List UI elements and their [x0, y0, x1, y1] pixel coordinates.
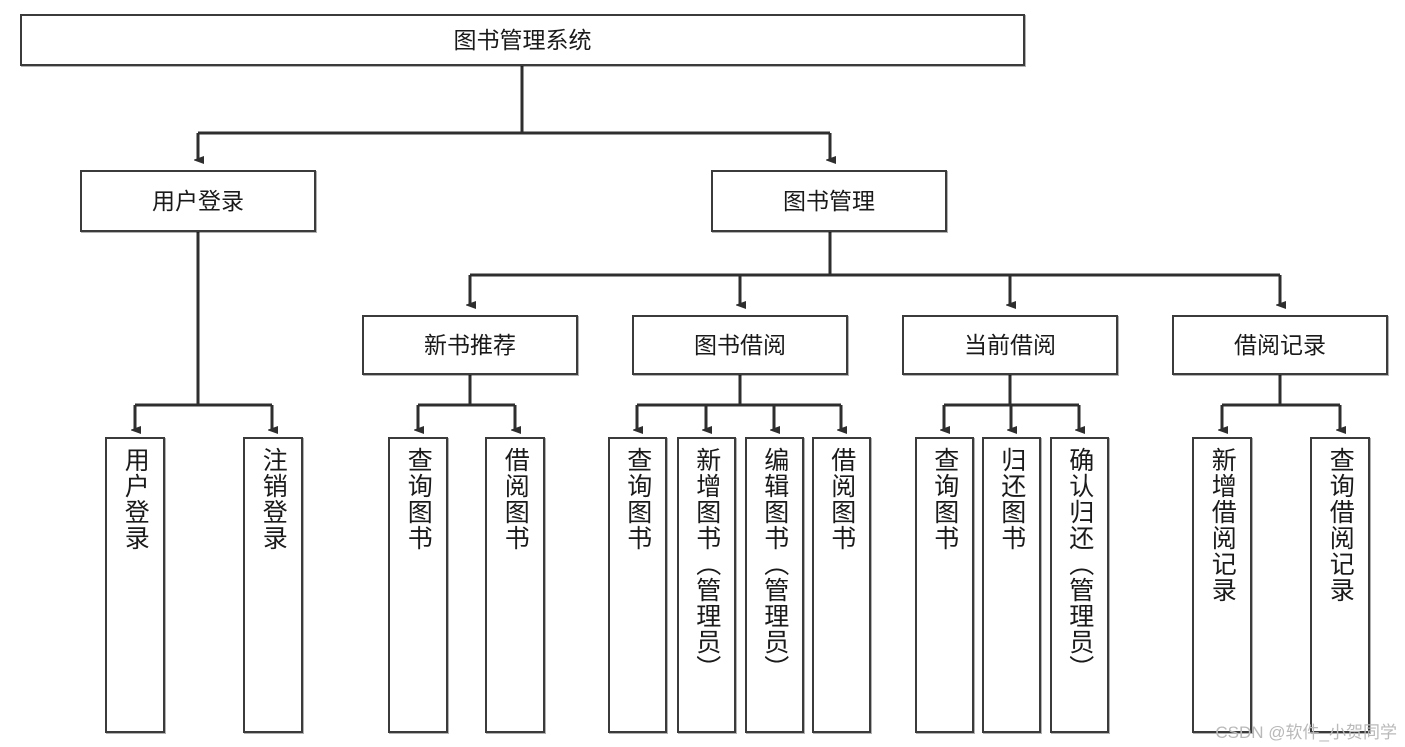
node-book-management[interactable]: 图书管理 — [711, 170, 947, 232]
node-label: 借阅图书 — [501, 447, 530, 551]
node-label: 归还图书 — [997, 447, 1026, 551]
node-label: 查询图书 — [623, 447, 652, 551]
node-label: 借阅记录 — [1234, 331, 1326, 358]
node-current-borrow[interactable]: 当前借阅 — [902, 315, 1118, 375]
leaf-record-query-record[interactable]: 查询借阅记录 — [1310, 437, 1370, 733]
node-label: 用户登录 — [121, 447, 150, 551]
node-root-system[interactable]: 图书管理系统 — [20, 14, 1025, 66]
leaf-record-add-record[interactable]: 新增借阅记录 — [1192, 437, 1252, 733]
node-label: 图书管理 — [783, 187, 875, 214]
leaf-borrow-edit-book-admin[interactable]: 编辑图书（管理员） — [745, 437, 804, 733]
node-label: 确认归还（管理员） — [1065, 447, 1094, 681]
node-label: 图书管理系统 — [453, 26, 592, 53]
leaf-borrow-add-book-admin[interactable]: 新增图书（管理员） — [677, 437, 736, 733]
node-label: 图书借阅 — [694, 331, 786, 358]
leaf-current-confirm-return-admin[interactable]: 确认归还（管理员） — [1050, 437, 1109, 733]
node-label: 查询图书 — [930, 447, 959, 551]
node-label: 借阅图书 — [827, 447, 856, 551]
leaf-borrow-borrow-book[interactable]: 借阅图书 — [812, 437, 871, 733]
leaf-user-login[interactable]: 用户登录 — [105, 437, 165, 733]
node-label: 编辑图书（管理员） — [760, 447, 789, 681]
leaf-borrow-query-book[interactable]: 查询图书 — [608, 437, 667, 733]
node-label: 用户登录 — [152, 187, 244, 214]
node-label: 新书推荐 — [424, 331, 516, 358]
node-user-login[interactable]: 用户登录 — [80, 170, 316, 232]
leaf-recommend-query-book[interactable]: 查询图书 — [388, 437, 448, 733]
node-new-book-recommend[interactable]: 新书推荐 — [362, 315, 578, 375]
leaf-current-query-book[interactable]: 查询图书 — [915, 437, 974, 733]
node-label: 查询借阅记录 — [1326, 447, 1355, 603]
node-label: 注销登录 — [259, 447, 288, 551]
node-label: 新增图书（管理员） — [692, 447, 721, 681]
watermark: CSDN @软件_小贺同学 — [1215, 723, 1397, 742]
node-label: 查询图书 — [404, 447, 433, 551]
node-book-borrow[interactable]: 图书借阅 — [632, 315, 848, 375]
node-label: 新增借阅记录 — [1208, 447, 1237, 603]
node-label: 当前借阅 — [964, 331, 1056, 358]
node-borrow-record[interactable]: 借阅记录 — [1172, 315, 1388, 375]
leaf-recommend-borrow-book[interactable]: 借阅图书 — [485, 437, 545, 733]
leaf-user-logout[interactable]: 注销登录 — [243, 437, 303, 733]
leaf-current-return-book[interactable]: 归还图书 — [982, 437, 1041, 733]
